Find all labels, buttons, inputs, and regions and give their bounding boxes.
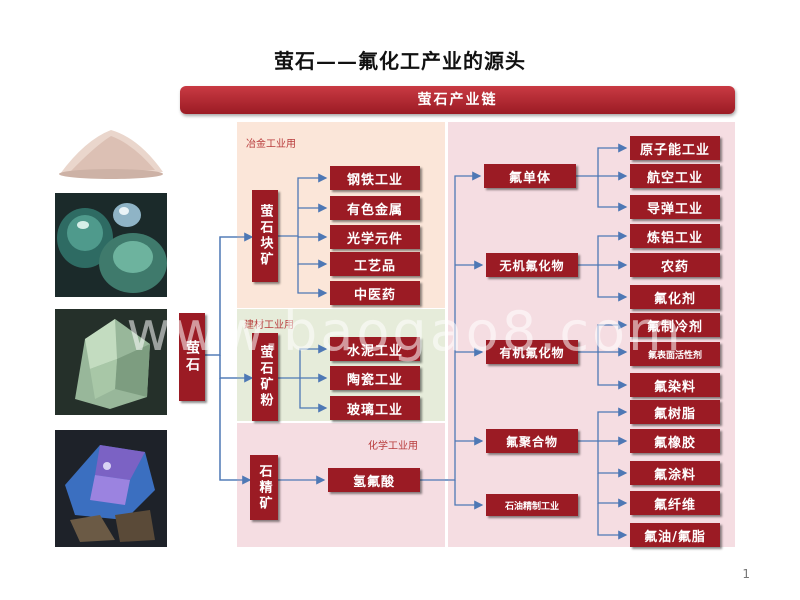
inorganic-fluoride-node: 无机氟化物 <box>486 253 578 277</box>
polymer-output: 氟纤维 <box>630 491 720 515</box>
fluorite-root-node: 萤石 <box>179 313 205 401</box>
polymer-output: 氟树脂 <box>630 400 720 424</box>
building-region-label: 建材工业用 <box>244 320 294 331</box>
inorganic-output: 氟化剂 <box>630 285 720 309</box>
metallurgy-item: 钢铁工业 <box>330 166 420 190</box>
monomer-output: 航空工业 <box>630 164 720 188</box>
metallurgy-item: 有色金属 <box>330 196 420 220</box>
inorganic-output: 农药 <box>630 253 720 277</box>
inorganic-output: 炼铝工业 <box>630 224 720 248</box>
building-item: 玻璃工业 <box>330 396 420 420</box>
polymer-output: 氟油/氟脂 <box>630 523 720 547</box>
fluoropolymer-node: 氟聚合物 <box>486 429 578 453</box>
fluorite-powder-photo <box>55 122 167 180</box>
organic-output: 氟制冷剂 <box>630 313 720 337</box>
metallurgy-item: 中医药 <box>330 281 420 305</box>
chemical-region-label: 化学工业用 <box>368 441 418 452</box>
chain-banner: 萤石产业链 <box>180 86 735 114</box>
building-item: 陶瓷工业 <box>330 366 420 390</box>
ore-powder-node: 萤石矿粉 <box>252 333 278 421</box>
polymer-output: 氟涂料 <box>630 461 720 485</box>
purple-fluorite-photo <box>55 430 167 547</box>
monomer-output: 原子能工业 <box>630 136 720 160</box>
lump-ore-node: 萤石块矿 <box>252 190 278 282</box>
organic-fluoride-node: 有机氟化物 <box>486 340 578 364</box>
fluorite-crystal-photo <box>55 309 167 415</box>
fluorine-monomer-node: 氟单体 <box>484 164 576 188</box>
metallurgy-item: 工艺品 <box>330 252 420 276</box>
building-item: 水泥工业 <box>330 337 420 361</box>
page-title: 萤石——氟化工产业的源头 <box>274 49 526 73</box>
organic-output: 氟表面活性剂 <box>630 342 720 366</box>
metallurgy-region-label: 冶金工业用 <box>246 139 296 150</box>
metallurgy-item: 光学元件 <box>330 225 420 249</box>
petroleum-refining-node: 石油精制工业 <box>486 494 578 516</box>
organic-output: 氟染料 <box>630 373 720 397</box>
optical-lens-photo <box>55 193 167 297</box>
concentrate-node: 石精矿 <box>250 455 278 520</box>
page-number: 1 <box>742 567 750 581</box>
polymer-output: 氟橡胶 <box>630 429 720 453</box>
hydrofluoric-acid-node: 氢氟酸 <box>328 468 420 492</box>
monomer-output: 导弹工业 <box>630 195 720 219</box>
